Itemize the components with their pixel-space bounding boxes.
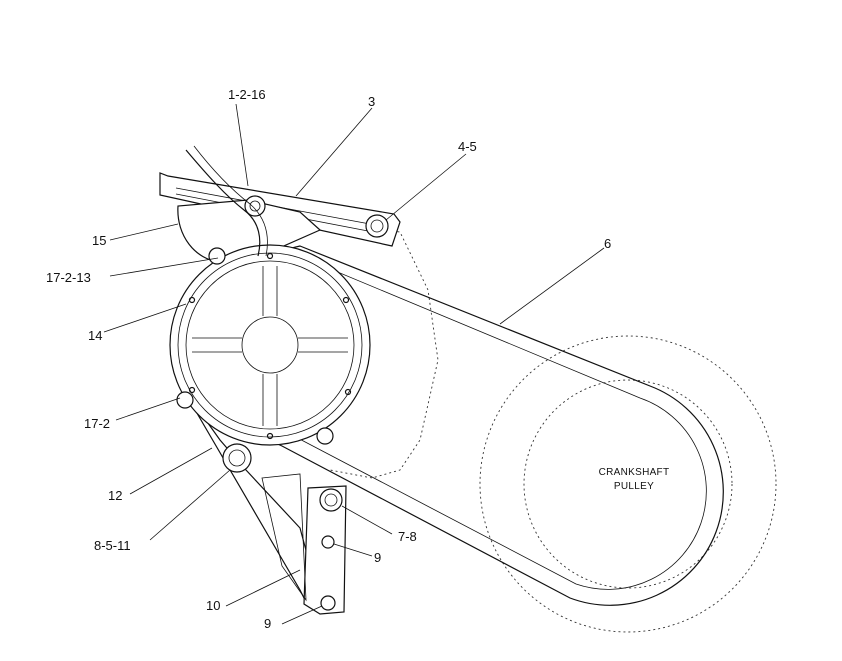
callout-3: 3 [368, 94, 375, 109]
crankshaft-pulley: CRANKSHAFT PULLEY [479, 335, 777, 633]
callout-9-upper: 9 [374, 550, 381, 565]
callout-4-5: 4-5 [458, 139, 477, 154]
callout-17-2: 17-2 [84, 416, 110, 431]
callout-14: 14 [88, 328, 102, 343]
callout-10: 10 [206, 598, 220, 613]
callout-1-2-16: 1-2-16 [228, 87, 266, 102]
alternator [169, 244, 371, 446]
pulley-label-line2: PULLEY [614, 481, 654, 492]
callout-12: 12 [108, 488, 122, 503]
callout-9-lower: 9 [264, 616, 271, 631]
wire-harness [185, 149, 261, 257]
callout-15: 15 [92, 233, 106, 248]
mounting-bracket-outline [317, 221, 439, 479]
link-plate [261, 473, 347, 615]
callout-8-5-11: 8-5-11 [94, 538, 131, 553]
callout-17-2-13: 17-2-13 [46, 270, 91, 285]
callout-6: 6 [604, 236, 611, 251]
leader-lines [103, 103, 605, 625]
callout-labels: 1-2-16 3 4-5 15 6 17-2-13 14 17-2 12 8-5… [46, 87, 611, 631]
alternator-bracket [177, 199, 322, 263]
fasteners [176, 195, 389, 611]
callout-7-8: 7-8 [398, 529, 417, 544]
pulley-label-line1: CRANKSHAFT [599, 467, 670, 478]
